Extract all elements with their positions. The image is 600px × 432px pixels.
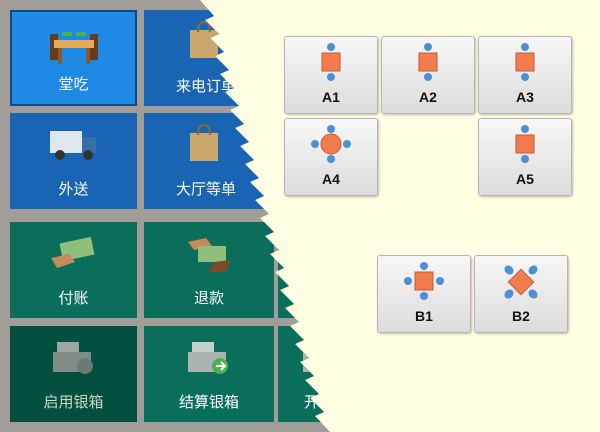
table-label: B1 xyxy=(415,308,433,324)
table-label: A4 xyxy=(322,171,340,187)
shopping-bag-icon xyxy=(184,20,224,64)
cash-payment-icon xyxy=(49,232,99,276)
enable-cashbox-button[interactable]: 启用银箱 xyxy=(10,326,137,422)
delivery-button[interactable]: 外送 xyxy=(10,113,137,209)
cash-register-icon xyxy=(301,336,330,380)
table-label: A2 xyxy=(419,89,437,105)
pay-button[interactable]: 付账 xyxy=(10,222,137,318)
settle-cashbox-button[interactable]: 结算银箱 xyxy=(144,326,274,422)
table-round-icon xyxy=(311,125,351,167)
settle-cashbox-label: 结算银箱 xyxy=(178,393,239,411)
phone-order-button[interactable]: 来电订单 xyxy=(144,10,274,106)
table-square-icon xyxy=(510,43,540,85)
table-diamond-icon xyxy=(501,262,541,306)
table-a2[interactable]: A2 xyxy=(381,36,475,114)
table-square-icon xyxy=(404,262,444,304)
refund-icon xyxy=(184,232,234,280)
table-square-icon xyxy=(510,125,540,167)
pay-label: 付账 xyxy=(58,289,89,307)
table-square-icon xyxy=(316,43,346,85)
dining-table-icon xyxy=(46,22,102,74)
refund-label: 退款 xyxy=(193,289,224,307)
dine-in-label: 堂吃 xyxy=(58,75,89,93)
phone-order-label: 来电订单 xyxy=(176,77,237,95)
table-a4[interactable]: A4 xyxy=(284,118,378,196)
hall-order-button[interactable]: 大厅等单 xyxy=(144,113,274,209)
hall-order-label: 大厅等单 xyxy=(176,180,237,198)
table-label: A5 xyxy=(516,171,534,187)
delivery-label: 外送 xyxy=(58,180,89,198)
table-a3[interactable]: A3 xyxy=(478,36,572,114)
dine-in-button[interactable]: 堂吃 xyxy=(10,10,137,106)
cash-register-icon xyxy=(186,336,232,380)
table-square-icon xyxy=(413,43,443,85)
table-b1[interactable]: B1 xyxy=(377,255,471,333)
refund-button[interactable]: 退款 xyxy=(144,222,274,318)
shopping-bag-icon xyxy=(184,123,224,167)
cash-register-icon xyxy=(51,336,97,380)
table-label: A1 xyxy=(322,89,340,105)
table-label: B2 xyxy=(512,308,530,324)
open-cashbox-button[interactable]: 开银箱 xyxy=(278,326,350,422)
open-cashbox-label: 开银箱 xyxy=(304,393,350,411)
table-b2[interactable]: B2 xyxy=(474,255,568,333)
table-label: A3 xyxy=(516,89,534,105)
table-a5[interactable]: A5 xyxy=(478,118,572,196)
table-a1[interactable]: A1 xyxy=(284,36,378,114)
delivery-truck-icon xyxy=(48,123,100,167)
enable-cashbox-label: 启用银箱 xyxy=(43,393,104,411)
